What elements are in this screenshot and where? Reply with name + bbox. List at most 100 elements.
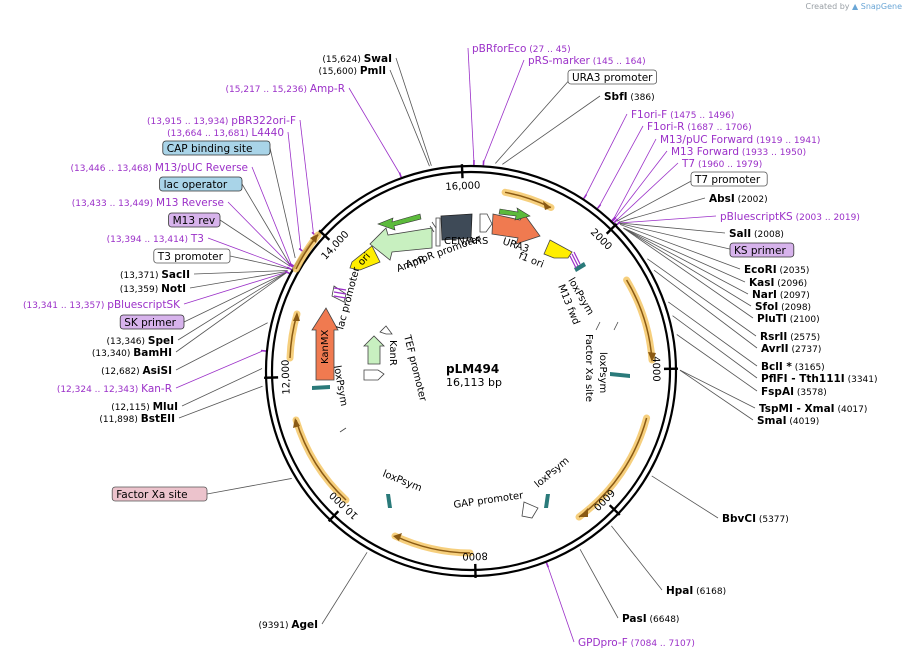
leader-bsteii — [178, 385, 263, 419]
box-cap-binding-site — [162, 140, 271, 156]
primer-mark-pbluescriptsk — [284, 270, 290, 275]
name-f1ori-r: F1ori-R — [647, 121, 684, 133]
label-asisi: (12,682) AsiSI — [101, 365, 172, 377]
coord-gpdpro-f: (7084 .. 7107) — [628, 639, 695, 649]
label-ura3-promoter: URA3 promoter — [567, 69, 657, 85]
name-tspmi-xmai: TspMI - XmaI — [759, 403, 835, 415]
primer-mark-t7 — [613, 218, 619, 224]
label-ks-primer: KS primer — [729, 242, 795, 258]
coord-hpai: (6168) — [693, 587, 726, 597]
coord-bsteii: (11,898) — [99, 415, 140, 425]
label-name-t3-promoter: T3 promoter — [157, 251, 224, 263]
name-agei: AgeI — [291, 619, 318, 631]
loxpsym-marker-5 — [544, 494, 550, 508]
label-name-factor-xa-site-left: Factor Xa site — [116, 489, 187, 501]
coord-absi: (2002) — [735, 195, 768, 205]
feature-arrows — [311, 207, 630, 519]
loxpsym-label-5: loxPsym — [533, 455, 572, 490]
label-absi: AbsI (2002) — [709, 193, 768, 205]
leader-noti — [189, 270, 288, 289]
coord-pbluescriptsk: (13,341 .. 13,357) — [23, 301, 107, 311]
label-mlui: (12,115) MluI — [111, 401, 178, 413]
leader-hpai — [611, 525, 663, 591]
label-text-sbfi: SbfI (386) — [604, 91, 655, 103]
leader-bbvci — [651, 475, 719, 519]
backbone-outer-circle — [264, 164, 678, 578]
leader-nari — [623, 227, 749, 295]
name-amp-r: Amp-R — [310, 83, 345, 95]
coord-bcli: (3165) — [792, 363, 825, 373]
label-name-ura3-promoter: URA3 promoter — [572, 72, 653, 84]
name-l4440: L4440 — [251, 127, 284, 139]
leader-pbrforeco — [467, 47, 475, 163]
ampr-promoter-arrow — [435, 217, 441, 247]
label-plu-ti: PluTI (2100) — [757, 313, 820, 325]
coord-pflfi-tth111i: (3341) — [845, 375, 878, 385]
label-text-bsteii: (11,898) BstEII — [99, 413, 175, 425]
label-text-pflfi-tth111i: PflFI - Tth111I (3341) — [761, 373, 878, 385]
box-ks-primer — [729, 242, 795, 258]
label-text-kasi: KasI (2096) — [749, 277, 807, 289]
tick-16000 — [460, 164, 464, 179]
coord-pbrforeco: (27 .. 45) — [526, 45, 570, 55]
name-pbrforeco: pBRforEco — [472, 43, 526, 55]
snapgene-logo-icon: ▲ — [852, 2, 859, 11]
label-noti: (13,359) NotI — [120, 283, 186, 295]
orf-arc-3 — [575, 414, 651, 521]
coord-bbvci: (5377) — [756, 515, 789, 525]
coord-mlui: (12,115) — [111, 403, 152, 413]
name-bamhi: BamHI — [133, 347, 172, 359]
coord-noti: (13,359) — [120, 285, 161, 295]
leader-sbfi — [502, 95, 601, 165]
label-avrii: AvrII (2737) — [761, 343, 821, 355]
credit-prefix: Created by — [805, 2, 850, 11]
label-pflfi-tth111i: PflFI - Tth111I (3341) — [761, 373, 878, 385]
label-smai: SmaI (4019) — [757, 415, 819, 427]
name-asisi: AsiSI — [143, 365, 172, 377]
label-text-m13-forward: M13 Forward (1933 .. 1950) — [671, 146, 806, 158]
orf-arc-4 — [391, 532, 474, 557]
coord-m13-reverse: (13,433 .. 13,449) — [72, 199, 156, 209]
leader-m13-puc-forward — [613, 138, 657, 219]
leader-ura3-promoter — [495, 76, 573, 164]
name-plu-ti: PluTI — [757, 313, 787, 325]
label-tspmi-xmai: TspMI - XmaI (4017) — [759, 403, 867, 415]
name-spei: SpeI — [148, 335, 174, 347]
label-text-spei: (13,346) SpeI — [107, 335, 174, 347]
leader-amp-r — [348, 87, 401, 175]
coord-pbluescriptks: (2003 .. 2019) — [793, 213, 860, 223]
label-pbrforeco: pBRforEco (27 .. 45) — [472, 43, 571, 55]
tef-promoter-label: TEF promoter — [401, 333, 429, 403]
label-sfoi: SfoI (2098) — [755, 301, 811, 313]
name-sali: SalI — [729, 228, 751, 240]
leader-pbluescriptks — [618, 215, 717, 224]
outer-labels: (15,624) SwaI(15,600) PmlI(15,217 .. 15,… — [23, 43, 878, 649]
amp-small-arrow — [377, 213, 422, 231]
leader-m13-rev — [219, 219, 291, 267]
primer-mark-gpdpro-f — [545, 562, 550, 568]
box-m13-rev — [168, 212, 221, 228]
label-text-pbluescriptsk: (13,341 .. 13,357) pBluescriptSK — [23, 299, 181, 311]
name-ecori: EcoRI — [744, 264, 777, 276]
label-text-agei: (9391) AgeI — [259, 619, 318, 631]
label-m13-puc-reverse: (13,446 .. 13,468) M13/pUC Reverse — [71, 162, 249, 174]
tef-promoter-arrow — [363, 369, 385, 381]
label-name-cap-binding-site: CAP binding site — [167, 143, 253, 155]
name-sacii: SacII — [161, 269, 190, 281]
coord-plu-ti: (2100) — [787, 315, 820, 325]
primer-mark-f1ori-f — [583, 193, 588, 200]
label-text-pbluescriptks: pBluescriptKS (2003 .. 2019) — [720, 211, 860, 223]
label-text-kan-r: (12,324 .. 12,343) Kan-R — [57, 383, 172, 395]
leader-kasi — [623, 227, 746, 283]
tick-10000 — [327, 510, 340, 523]
primer-mark-m13-forward — [611, 217, 617, 222]
snapgene-credit: Created by ▲ SnapGene — [805, 2, 902, 11]
leader-gpdpro-f — [547, 565, 575, 643]
coord-t3: (13,394 .. 13,414) — [107, 235, 191, 245]
tick-2000 — [605, 222, 618, 235]
leader-pbr322ori-f — [299, 119, 314, 234]
label-pbr322ori-f: (13,915 .. 13,934) pBR322ori-F — [147, 115, 296, 127]
kanr-label: KanR — [387, 340, 398, 366]
coord-pasi: (6648) — [647, 615, 680, 625]
leader-kan-r — [175, 350, 264, 389]
